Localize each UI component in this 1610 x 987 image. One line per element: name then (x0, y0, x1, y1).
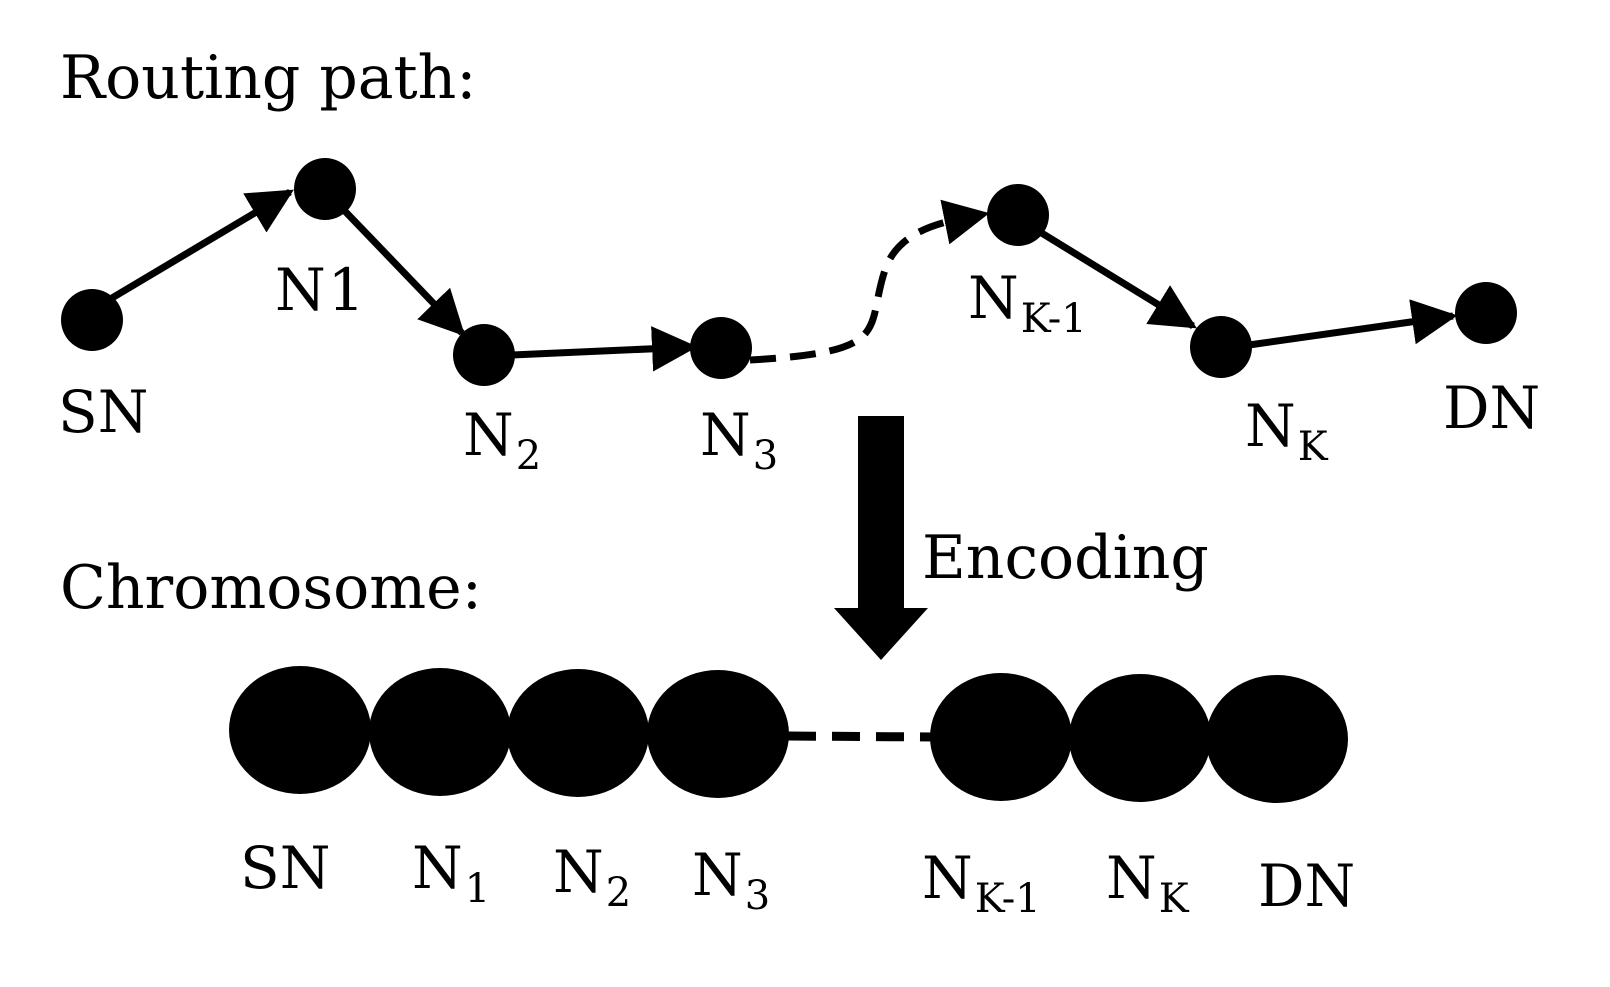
gene-n1 (369, 668, 511, 796)
gene-dn (1206, 675, 1348, 803)
chromosome-gap-dashes (787, 731, 935, 742)
routing-path-labels: SN N1 N2 N3 NK-1 NK DN (58, 256, 1540, 479)
gene-nk (1069, 674, 1211, 802)
node-n2 (453, 324, 515, 386)
node-sn (61, 289, 123, 351)
routing-path-heading: Routing path: (60, 43, 477, 113)
gene-label-nk1: NK-1 (922, 844, 1041, 922)
node-n1 (294, 158, 356, 220)
gene-nk1 (930, 673, 1072, 801)
label-nk: NK (1245, 392, 1329, 470)
node-n3 (690, 317, 752, 379)
gene-n3 (647, 670, 789, 798)
label-sn: SN (58, 378, 148, 446)
node-nk (1190, 316, 1252, 378)
chromosome-labels: SN N1 N2 N3 NK-1 NK DN (240, 834, 1355, 922)
gene-label-n1: N1 (412, 834, 490, 912)
gene-label-nk: NK (1106, 844, 1190, 922)
routing-path-edges (110, 188, 1458, 372)
edge-nk1-nk (1038, 229, 1197, 329)
chromosome-heading: Chromosome: (60, 553, 482, 623)
node-nk1 (987, 184, 1049, 246)
gene-n2 (507, 669, 649, 797)
label-n3: N3 (700, 401, 778, 479)
node-dn (1455, 282, 1517, 344)
gene-label-n3: N3 (692, 841, 770, 919)
label-n2: N2 (463, 401, 541, 479)
label-nk1: NK-1 (968, 264, 1087, 342)
label-n1: N1 (275, 256, 365, 324)
chromosome-genes (229, 666, 1348, 803)
encoding-arrow-icon (834, 416, 928, 660)
gene-label-sn: SN (240, 834, 330, 902)
edge-n3-nk1 (749, 199, 990, 364)
edge-n1-n2 (337, 203, 466, 337)
gene-label-n2: N2 (553, 838, 631, 916)
edge-n2-n3 (511, 326, 698, 372)
encoding-label: Encoding (922, 523, 1209, 593)
edge-nk-dn (1248, 299, 1458, 349)
routing-path-nodes (61, 158, 1517, 386)
gene-sn (229, 666, 371, 794)
label-dn: DN (1443, 374, 1540, 442)
gene-label-dn: DN (1258, 852, 1355, 920)
edge-sn-n1 (110, 188, 294, 302)
